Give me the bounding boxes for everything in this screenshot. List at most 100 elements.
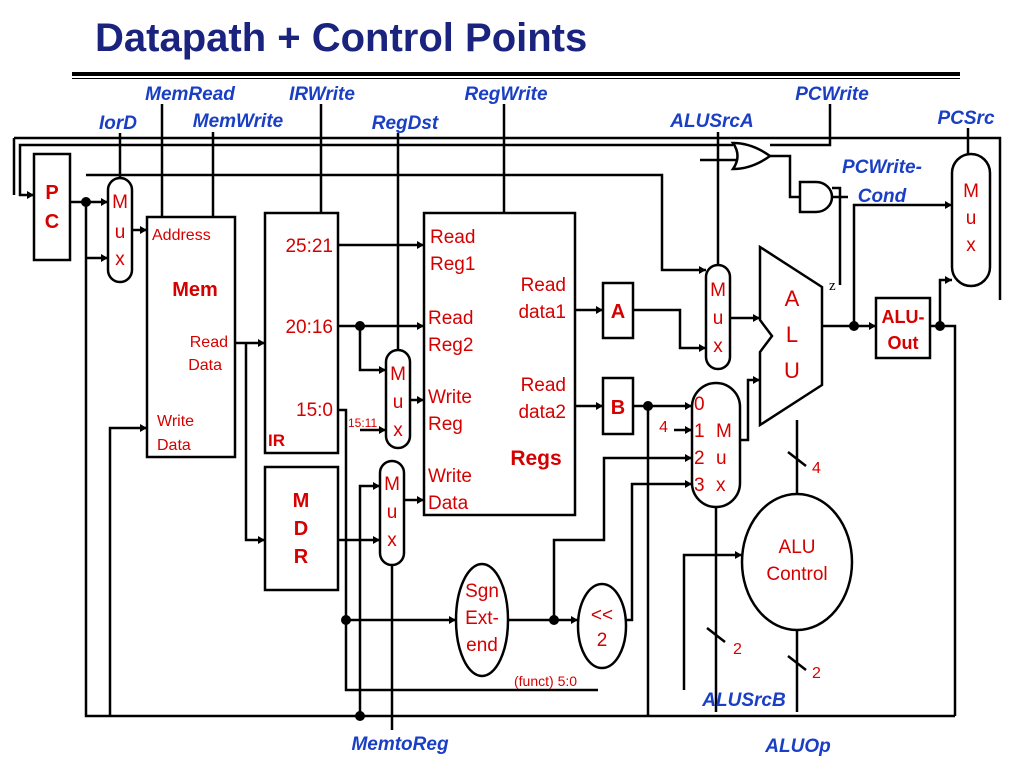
funct-to-alucontrol [682,553,742,690]
arrowhead [945,276,952,284]
regs-writedata: Write [428,466,472,487]
arrowhead [685,402,692,410]
mux-letter: x [115,249,125,270]
junction-dot [355,711,365,721]
pcwrite-line [770,104,832,147]
iord-mux [106,176,134,284]
junction-dot [643,401,653,411]
arrowhead [258,339,265,347]
mux-letter: u [387,502,398,523]
mdr-letter: M [293,490,310,512]
arrowhead [101,198,108,206]
bus-tick-aluop [787,655,807,671]
alu-control-label: Control [766,564,827,585]
junction-dot [355,321,365,331]
bus-width-label: 4 [812,460,821,477]
pcsrc-to-pc-loop [12,136,1002,300]
mux-letter: u [115,222,126,243]
mux-letter: u [713,308,724,329]
register-b-label: B [611,397,625,419]
shift-left-2-unit [576,582,628,670]
junction-dot [549,615,559,625]
arrowhead [449,616,456,624]
control-memwrite: MemWrite [193,111,284,132]
aluout-out-line [930,324,957,716]
arrowhead [753,314,760,322]
instruction-register [263,211,340,455]
arrowheads [27,191,952,624]
sign-extend-label: end [466,635,498,656]
regs-readreg2: Read [428,308,473,329]
and-gate [798,180,834,214]
arrowhead [571,616,578,624]
arrowhead [699,266,706,274]
aluout-to-pcsrc [938,278,952,326]
alu-zero-label: z [829,278,836,294]
shift-to-mux [626,482,692,622]
bus-tick-alusrcb [706,627,726,643]
pc-label-c: C [45,211,59,233]
register-file [422,211,577,517]
pc-label-p: P [45,182,58,204]
regs-name: Regs [510,447,561,470]
or-gate [730,141,773,171]
alu-letter: U [784,358,800,383]
alu-result-to-pcsrc [852,203,952,326]
regs-readreg2: Reg2 [428,335,473,356]
alusrcb-to-alu [740,378,760,442]
arrowhead [685,480,692,488]
arrowhead [379,426,386,434]
control-pcwritecond: PCWrite- [842,157,922,178]
arrowhead [373,536,380,544]
mux-b-input-0: 0 [694,394,705,415]
arrowhead [101,254,108,262]
mux-letter: x [966,235,976,256]
control-alusrcb: ALUSrcB [701,690,786,711]
mux-letter: x [713,336,723,357]
alu-letter: A [785,286,800,311]
constant-4: 4 [659,419,668,436]
mdr-letter: D [294,518,308,540]
arrowhead [140,226,147,234]
mux-letter: u [716,448,727,469]
mux-letter: M [390,364,406,385]
sign-extend-label: Ext- [465,608,499,629]
mem-to-mdr-line [244,343,265,542]
arrowhead [596,306,603,314]
junction-dot [849,321,859,331]
mux-letter: M [716,421,732,442]
junction-dot [341,615,351,625]
b-to-mem-write-data [108,426,147,716]
shift-label: << [591,605,613,626]
sign-extend-unit [454,562,510,678]
mem-read-data-label: Data [188,357,222,374]
arrowhead [685,426,692,434]
arrowhead [735,551,742,559]
ir-field-20-16: 20:16 [285,317,333,338]
alu-letter: L [786,322,798,347]
mux-letter: u [966,208,977,229]
register-a-label: A [611,301,625,323]
title-rule [72,72,960,76]
mem-address-label: Address [152,227,211,244]
control-alusrca: ALUSrcA [669,111,753,132]
mux-letter: M [384,474,400,495]
alu [758,244,824,428]
ir-field-15-0: 15:0 [296,400,333,421]
control-regdst: RegDst [372,113,439,134]
regs-readreg1: Reg1 [430,254,475,275]
arrowhead [373,482,380,490]
mux-letter: M [963,181,979,202]
pc-bottom-bus [84,202,955,718]
aluout-register [874,296,932,360]
regs-writedata: Data [428,493,469,514]
regdst-mux [384,348,412,450]
arrowhead [27,191,34,199]
mem-write-data-label: Write [157,413,194,430]
arrowhead [258,536,265,544]
pc-to-alusrca [86,173,706,272]
wires [12,104,1002,730]
arrowhead [417,322,424,330]
control-irwrite: IRWrite [289,84,355,105]
